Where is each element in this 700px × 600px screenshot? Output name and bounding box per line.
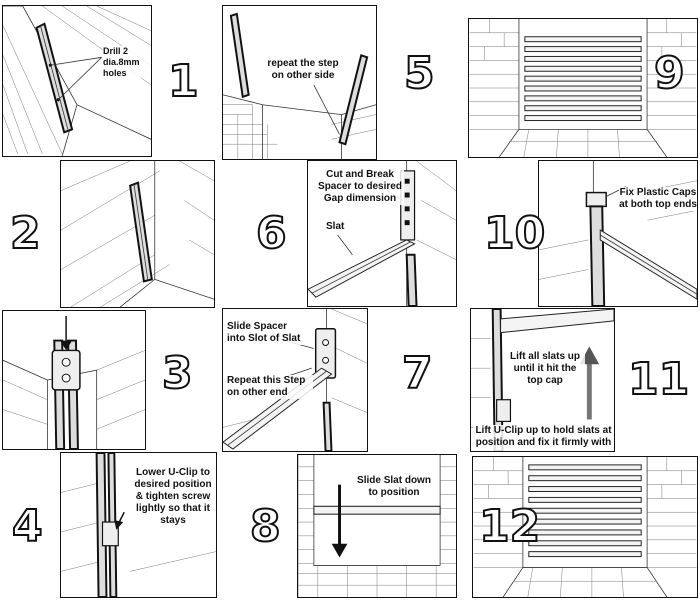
step-4-illustration xyxy=(61,453,216,597)
step-5-illustration xyxy=(223,12,376,159)
step-5-caption: repeat the step on other side xyxy=(263,58,343,82)
step-2-illustration xyxy=(61,161,214,307)
step-11-panel: Lift all slats up until it hit the top c… xyxy=(470,308,615,452)
step-8-caption: Slide Slat down to position xyxy=(356,475,432,499)
step-12-number: 12 xyxy=(478,501,541,552)
step-12-illustration xyxy=(473,457,697,597)
step-8-panel: Slide Slat down to position xyxy=(297,454,457,598)
step-4-number: 4 xyxy=(11,501,44,552)
step-7-number: 7 xyxy=(401,348,434,399)
step-10-panel: Fix Plastic Caps at both top ends xyxy=(538,160,698,307)
step-1-panel: Drill 2 dia.8mm holes xyxy=(2,5,152,157)
step-11-illustration xyxy=(471,309,614,451)
step-1-illustration xyxy=(3,6,151,156)
step-1-number: 1 xyxy=(167,56,200,107)
step-3-number: 3 xyxy=(161,348,194,399)
step-9-illustration xyxy=(469,19,697,157)
step-7-caption-slide: Slide Spacer into Slot of Slat xyxy=(227,321,307,345)
step-7-caption-repeat: Repeat this Step on other end xyxy=(227,375,313,399)
step-2-panel xyxy=(60,160,215,308)
step-10-number: 10 xyxy=(483,208,546,259)
step-1-caption: Drill 2 dia.8mm holes xyxy=(103,46,151,79)
step-6-number: 6 xyxy=(255,208,288,259)
step-2-number: 2 xyxy=(9,208,42,259)
step-6-caption-spacer: Cut and Break Spacer to desired Gap dime… xyxy=(316,169,404,205)
step-3-illustration xyxy=(3,315,145,449)
step-11-caption-uclip: Lift U-Clip up to hold slats at position… xyxy=(473,425,614,451)
step-9-number: 9 xyxy=(653,48,686,99)
step-4-caption: Lower U-Clip to desired position & tight… xyxy=(131,467,215,527)
step-8-illustration xyxy=(298,455,456,597)
step-12-panel: 12 xyxy=(472,456,698,598)
step-4-panel: Lower U-Clip to desired position & tight… xyxy=(60,452,217,598)
step-6-caption-slat: Slat xyxy=(326,221,345,233)
step-5-number: 5 xyxy=(403,48,436,99)
step-11-caption-lift-slats: Lift all slats up until it hit the top c… xyxy=(505,351,585,387)
step-8-number: 8 xyxy=(249,501,282,552)
step-6-illustration xyxy=(308,161,456,306)
step-11-number: 11 xyxy=(627,354,690,405)
step-10-illustration xyxy=(539,161,697,306)
step-6-panel: Cut and Break Spacer to desired Gap dime… xyxy=(307,160,457,307)
step-5-panel: repeat the step on other side xyxy=(222,5,377,160)
step-7-panel: Slide Spacer into Slot of Slat Repeat th… xyxy=(222,308,368,452)
step-10-caption: Fix Plastic Caps at both top ends xyxy=(619,187,697,211)
step-9-panel xyxy=(468,18,698,158)
step-3-panel xyxy=(2,310,146,450)
